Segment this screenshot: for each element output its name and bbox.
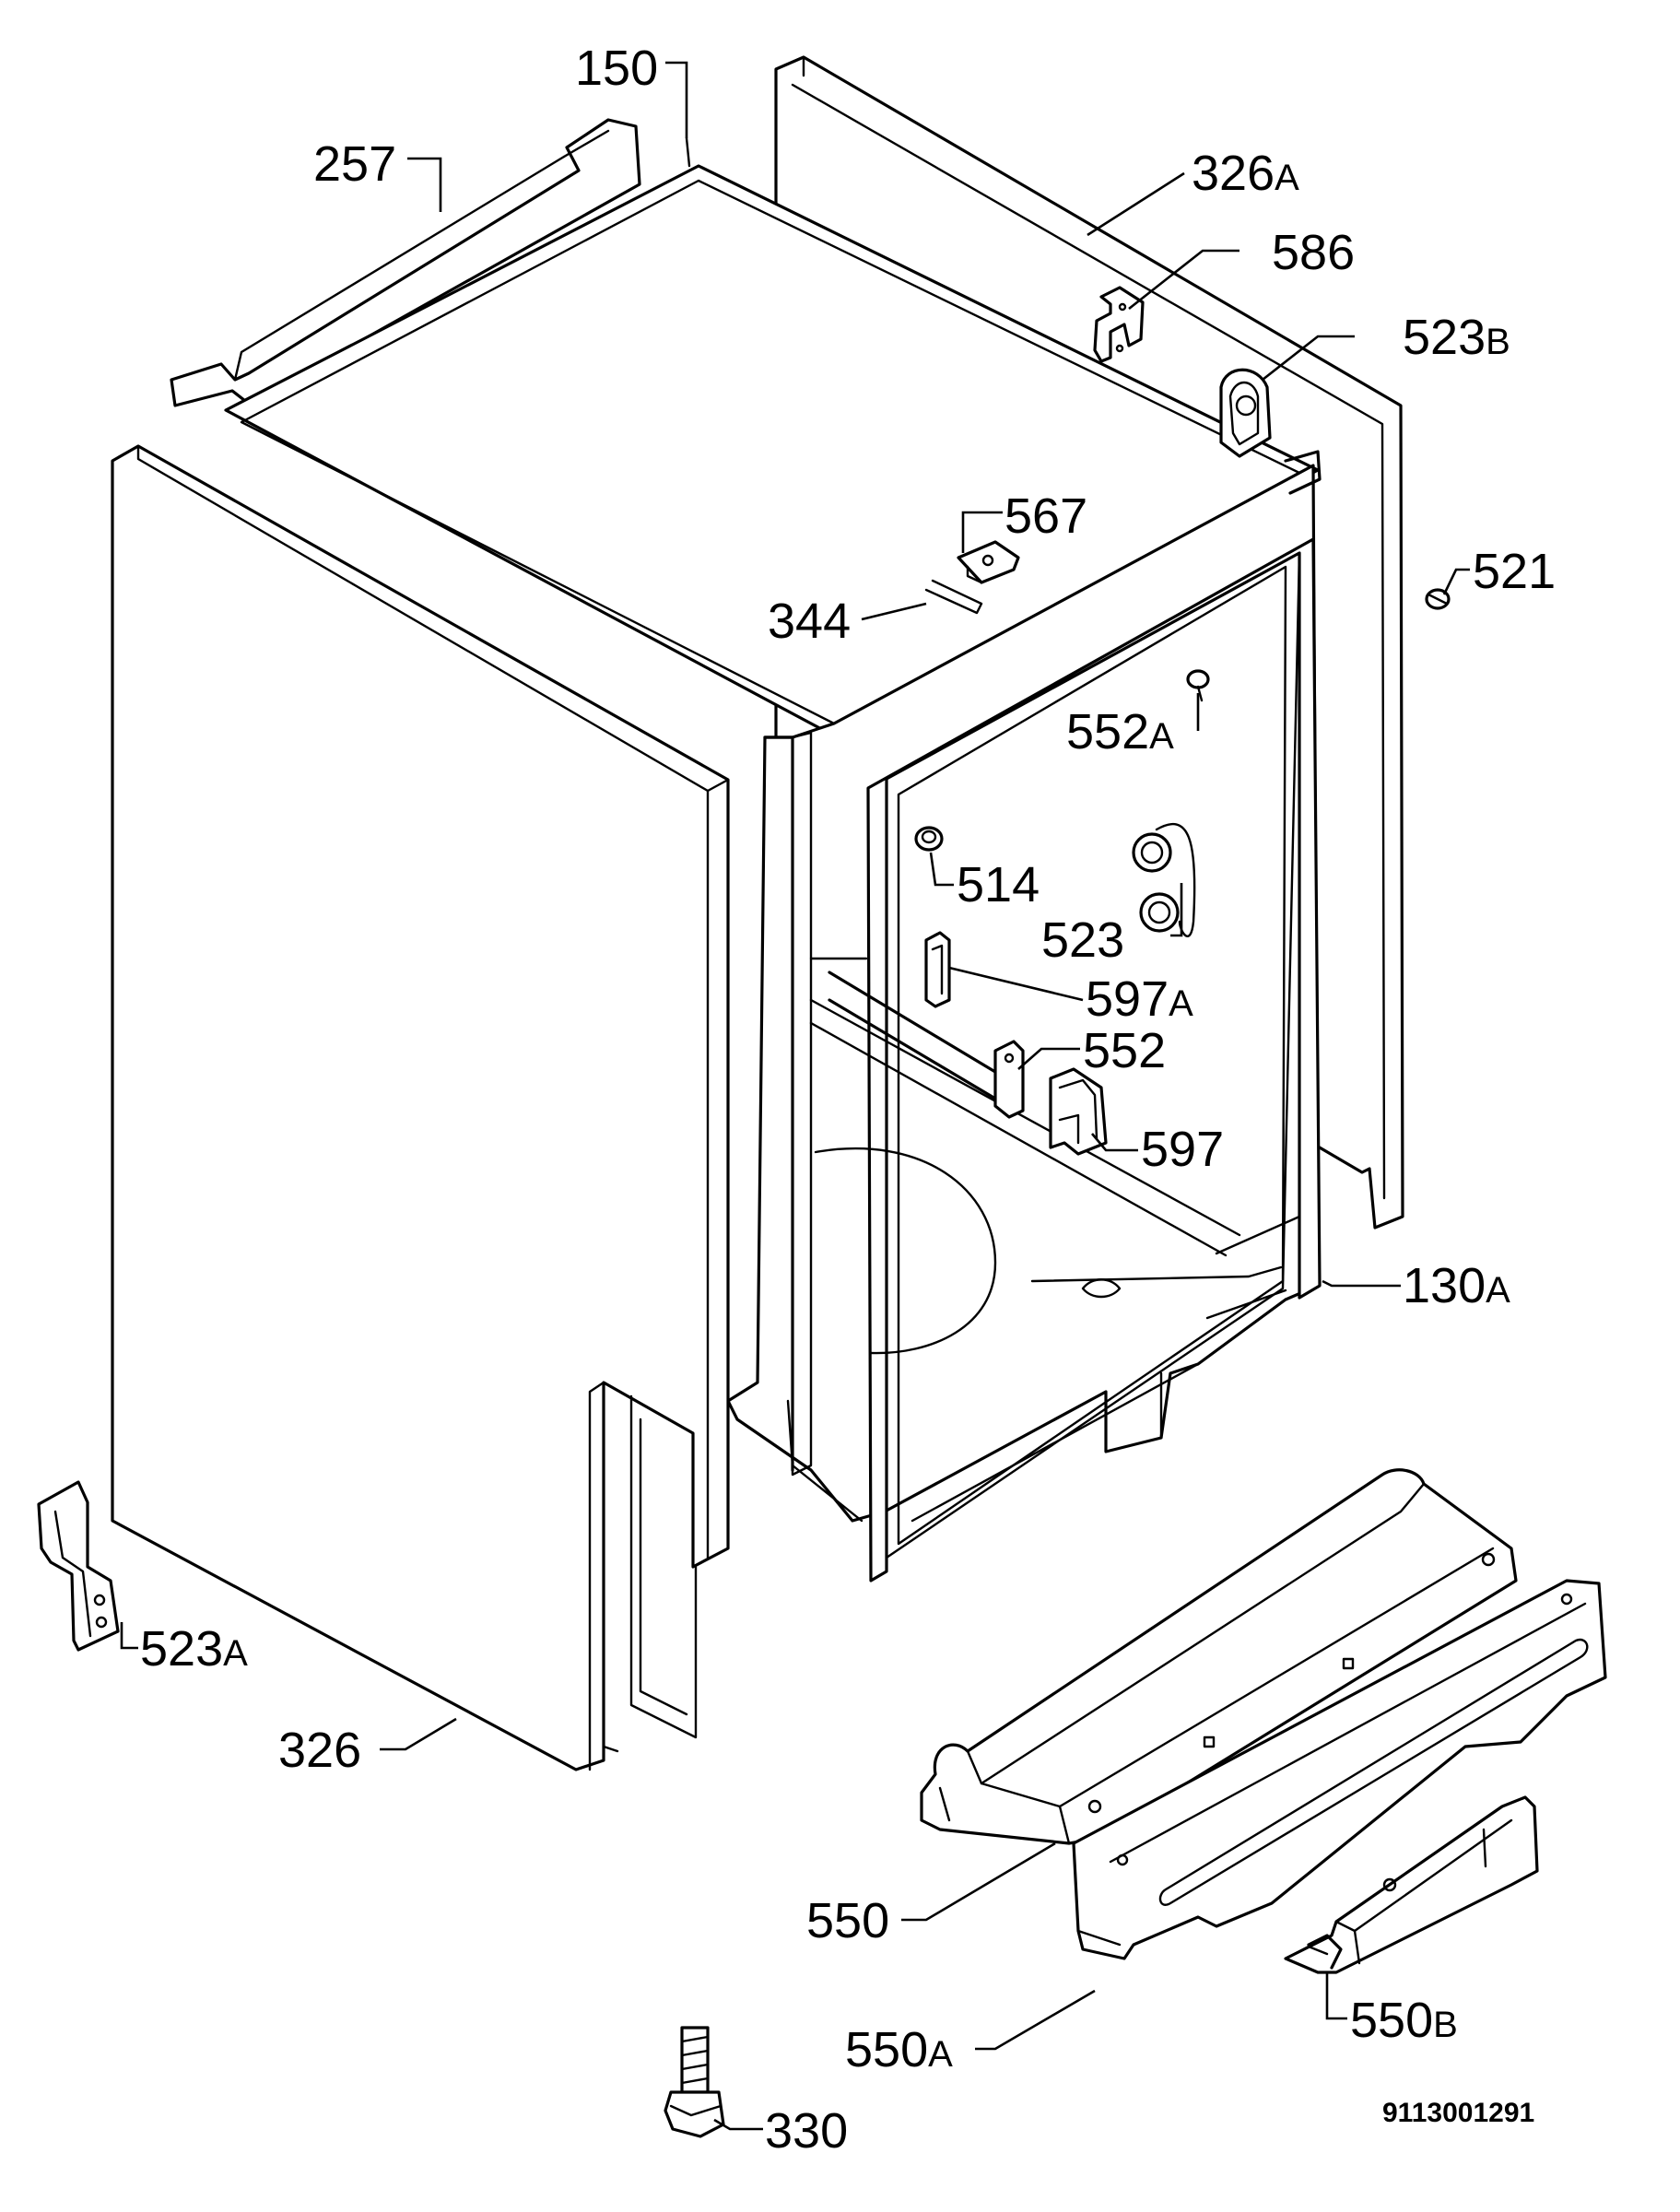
callout-labels: 150 257 326A 586 523B 567 521 344 552A 5… <box>140 41 1556 2159</box>
label-597a: 597A <box>1086 971 1193 1027</box>
label-330: 330 <box>765 2103 848 2159</box>
part-597a-latch[interactable] <box>924 931 951 1008</box>
label-523a: 523A <box>140 1621 248 1677</box>
part-257-top-rail[interactable] <box>170 118 641 407</box>
part-514-cap[interactable] <box>914 826 944 852</box>
label-550: 550 <box>806 1893 889 1948</box>
part-567-clip[interactable] <box>957 540 1020 584</box>
part-597-catch[interactable] <box>1049 1067 1108 1156</box>
leader-lines <box>120 61 1470 2131</box>
label-586: 586 <box>1272 225 1355 280</box>
part-550a-kick-plate[interactable] <box>1072 1579 1607 1960</box>
label-521: 521 <box>1473 544 1556 599</box>
label-150: 150 <box>575 41 658 96</box>
label-257: 257 <box>313 136 396 192</box>
label-326: 326 <box>278 1723 361 1778</box>
label-552a: 552A <box>1066 704 1174 759</box>
label-326a: 326A <box>1192 146 1299 201</box>
part-521-screw[interactable] <box>1425 588 1451 610</box>
label-523b: 523B <box>1403 310 1510 365</box>
label-130a: 130A <box>1403 1258 1510 1313</box>
label-597: 597 <box>1141 1122 1224 1177</box>
part-523a-hinge-bracket[interactable] <box>37 1480 120 1652</box>
label-552: 552 <box>1083 1023 1166 1078</box>
part-344-pin[interactable] <box>924 579 983 615</box>
part-552a-screw[interactable] <box>1186 669 1210 702</box>
document-number: 9113001291 <box>1382 2098 1534 2128</box>
label-523: 523 <box>1041 912 1124 968</box>
part-130a-cabinet-frame[interactable] <box>726 450 1322 1583</box>
part-523-hinge-rollers[interactable] <box>1132 823 1196 938</box>
label-344: 344 <box>768 594 851 649</box>
part-550b-bracket[interactable] <box>1284 1795 1539 1974</box>
part-326-left-side-panel[interactable] <box>111 444 730 1771</box>
part-552-rail[interactable] <box>993 1040 1025 1119</box>
label-567: 567 <box>1004 488 1087 544</box>
label-514: 514 <box>957 857 1040 912</box>
part-523b-hinge[interactable] <box>1219 368 1272 458</box>
label-550b: 550B <box>1350 1993 1458 2048</box>
label-550a: 550A <box>845 2022 953 2077</box>
part-330-adjustable-foot[interactable] <box>664 2026 725 2138</box>
